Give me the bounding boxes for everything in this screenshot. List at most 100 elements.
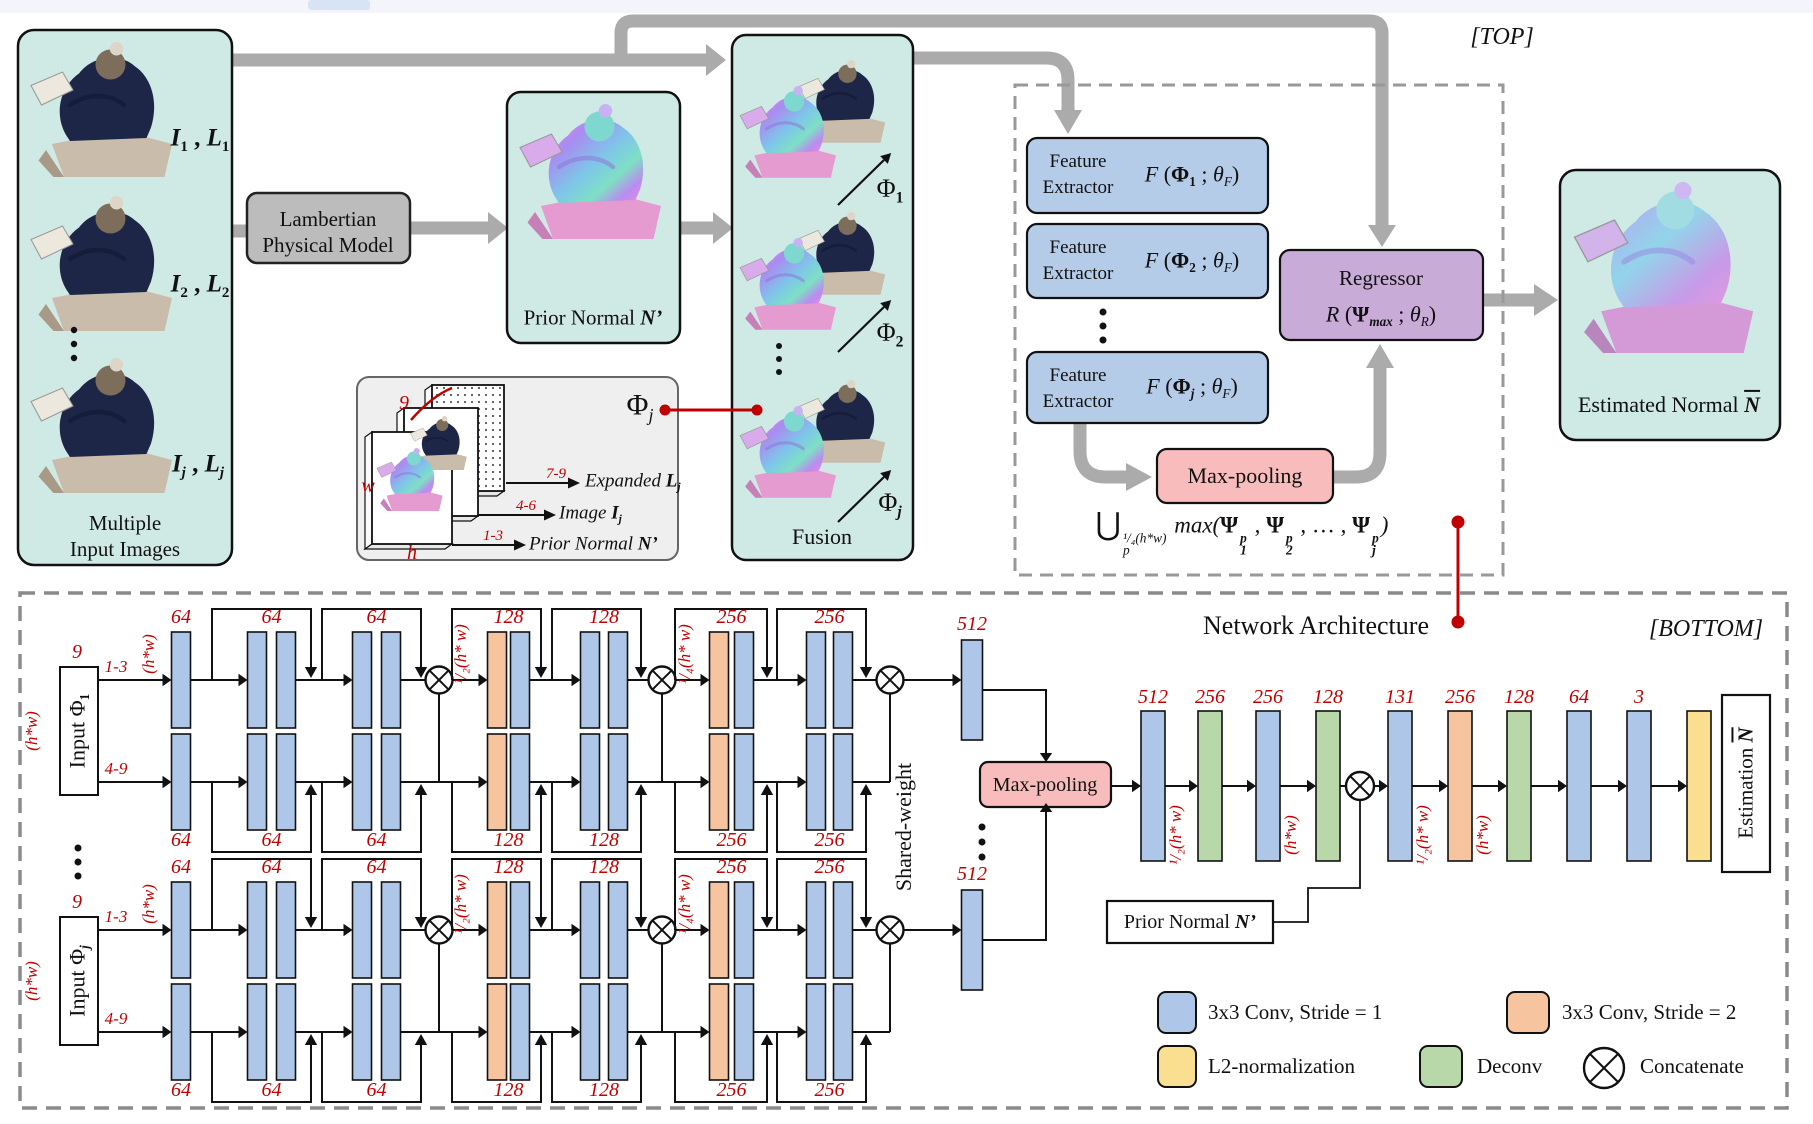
conv-bar-256	[805, 631, 827, 729]
skip-connection	[321, 782, 422, 853]
estimated-normal-image	[1573, 182, 1754, 353]
concat-prior-link	[1274, 800, 1361, 923]
skip-connection	[674, 858, 768, 930]
lambertian-line-2: Physical Model	[262, 233, 393, 257]
arrowhead	[414, 917, 428, 928]
channel-label: 256	[1445, 686, 1475, 708]
arrowhead	[859, 667, 873, 678]
flow-arrowhead	[1379, 779, 1388, 793]
dim-label: ¹/₂(h* w)	[451, 874, 470, 934]
legend-swatch-deconv	[1419, 1045, 1463, 1088]
channel-label: 64	[367, 856, 387, 878]
channel-label: 256	[717, 856, 747, 878]
channel-label: 256	[717, 1079, 747, 1101]
skip-connection	[776, 858, 867, 930]
flow-arrowhead	[343, 775, 353, 789]
input-range-4-9: 4-9	[105, 1009, 128, 1028]
conv-bar-128	[579, 733, 601, 831]
conv-bar-64	[246, 983, 268, 1081]
arrowhead	[760, 784, 774, 795]
conv-bar-256	[708, 733, 730, 831]
input-item-label-2: I2 , L2	[170, 270, 230, 301]
channel-label: 512	[1138, 686, 1168, 708]
conv-bar-64	[246, 881, 268, 979]
arrow-fusion-to-extractors	[913, 51, 1075, 110]
legend-swatch-conv1	[1157, 991, 1197, 1034]
conv-bar-128	[607, 631, 629, 729]
conv-bar-128	[607, 983, 629, 1081]
arrowhead	[1039, 803, 1053, 812]
top-ui-fragment	[308, 0, 370, 10]
channel-label: 64	[171, 856, 191, 878]
conv-bar-128	[579, 881, 601, 979]
flow-arrowhead	[1307, 779, 1316, 793]
skip-connection	[211, 1032, 312, 1103]
conv-bar-64	[170, 631, 192, 729]
flow-arrowhead	[162, 923, 172, 937]
connector-line	[837, 306, 885, 353]
dim-label: ¹/₄(h* w)	[675, 874, 694, 934]
fe-ellipsis	[1099, 322, 1107, 330]
top-dashed-box	[1013, 83, 1505, 577]
flow-arrowhead	[1439, 779, 1448, 793]
fe1-formula: F (Φ1 ; θF)	[1144, 161, 1240, 190]
conv-bar-128	[509, 983, 531, 1081]
flow-arrowhead	[1189, 779, 1198, 793]
fe1-label-1: Feature	[1050, 151, 1107, 172]
input-channels-label: 9	[72, 891, 82, 913]
conv-bar-256	[733, 983, 755, 1081]
flow-arrowhead	[478, 1025, 488, 1039]
prior-normal-input-box	[1105, 899, 1275, 945]
channel-label: 128	[1313, 686, 1343, 708]
fej-label-2: Extractor	[1043, 391, 1114, 412]
flow-arrowhead	[571, 775, 581, 789]
shared-weight-label: Shared-weight	[891, 763, 916, 891]
flow-arrowhead	[797, 1025, 807, 1039]
connector-line	[428, 669, 450, 691]
fe1-label-2: Extractor	[1043, 177, 1114, 198]
arrowhead	[534, 917, 548, 928]
stack-normal-mini	[376, 448, 443, 511]
input-ellipsis	[70, 326, 78, 334]
trunk-to-maxpool	[982, 812, 1047, 941]
decoder-bar-128	[1506, 710, 1532, 862]
branch-ellipsis	[74, 858, 82, 866]
prior-normal-plane-label: Prior Normal N’	[529, 533, 658, 555]
conv-bar-128	[579, 631, 601, 729]
nine-channel-tick	[410, 386, 453, 421]
conv-bar-64	[380, 881, 402, 979]
stack-image-mini	[410, 416, 467, 470]
input-item-label-1: I1 , L1	[170, 124, 230, 155]
arrowhead	[304, 1034, 318, 1045]
skip-connection	[551, 858, 642, 930]
fe-ellipsis	[1099, 308, 1107, 316]
flow-arrowhead	[700, 923, 710, 937]
conv-bar-64	[351, 983, 373, 1081]
skip-connection	[776, 782, 867, 853]
input-range-1-3: 1-3	[105, 907, 128, 926]
maxpool-ellipsis	[978, 853, 986, 861]
channel-label-512: 512	[957, 613, 987, 635]
dim-label: ¹/₄(h* w)	[675, 624, 694, 684]
connector-line	[879, 669, 901, 691]
conv-bar-64	[246, 631, 268, 729]
dim-label: (h*w)	[1473, 815, 1492, 855]
flow-arrowhead	[952, 923, 962, 937]
arrowhead	[414, 667, 428, 678]
fusion-normal-2	[739, 406, 836, 498]
legend-swatch-l2	[1157, 1045, 1197, 1088]
arrow-top-bypass	[614, 14, 1389, 225]
conv-bar-128	[486, 881, 508, 979]
channel-label: 128	[589, 606, 619, 628]
channel-label-512: 512	[957, 863, 987, 885]
decoder-bar-256	[1447, 710, 1473, 862]
channel-label: 128	[589, 856, 619, 878]
conv-bar-64	[380, 631, 402, 729]
fe2-formula: F (Φ2 ; θF)	[1144, 247, 1240, 276]
conv-bar-256	[733, 631, 755, 729]
fusion-ellipsis	[776, 343, 782, 349]
conv-bar-64	[246, 733, 268, 831]
conv-bar-128	[607, 733, 629, 831]
conv-bar-64	[275, 881, 297, 979]
